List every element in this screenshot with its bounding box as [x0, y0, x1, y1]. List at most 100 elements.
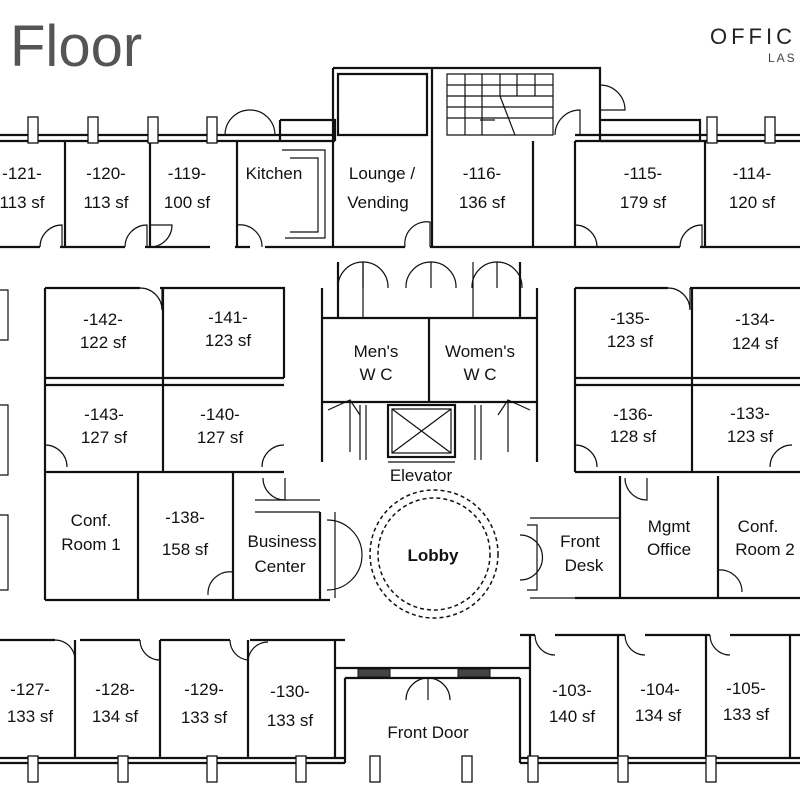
- mgmt-office-line2: Office: [647, 540, 691, 559]
- room-114-area: 120 sf: [729, 193, 776, 212]
- room-141-number: -141-: [208, 308, 248, 327]
- business-center-line2: Center: [254, 557, 305, 576]
- room-104-number: -104-: [640, 680, 680, 699]
- room-140-number: -140-: [200, 405, 240, 424]
- room-142-area: 122 sf: [80, 333, 127, 352]
- conf-room-1-line1: Conf.: [71, 511, 112, 530]
- room-121: -121- 113 sf: [0, 164, 45, 212]
- room-121-area: 113 sf: [0, 193, 45, 212]
- mens-wc-line1: Men's: [354, 342, 399, 361]
- room-116-number: -116-: [463, 164, 501, 183]
- room-130: -130- 133 sf: [267, 682, 314, 730]
- room-121-number: -121-: [2, 164, 42, 183]
- room-133-area: 123 sf: [727, 427, 774, 446]
- conf-room-1-line2: Room 1: [61, 535, 121, 554]
- room-115-area: 179 sf: [620, 193, 667, 212]
- room-105-area: 133 sf: [723, 705, 770, 724]
- room-119: -119- 100 sf: [164, 164, 211, 212]
- room-138-area: 158 sf: [162, 540, 209, 559]
- room-135-number: -135-: [610, 309, 650, 328]
- room-140-area: 127 sf: [197, 428, 244, 447]
- room-140: -140- 127 sf: [197, 405, 244, 447]
- room-115: -115- 179 sf: [620, 164, 667, 212]
- top-row-walls: [0, 66, 800, 249]
- middle-right-walls: [519, 286, 800, 600]
- lounge-vending: Lounge / Vending: [347, 164, 415, 212]
- front-door-label: Front Door: [387, 723, 469, 742]
- brand-name: OFFIC: [710, 24, 796, 49]
- room-135-area: 123 sf: [607, 332, 654, 351]
- front-desk: Front Desk: [560, 532, 604, 575]
- room-116-area: 136 sf: [459, 193, 506, 212]
- mgmt-office: Mgmt Office: [647, 517, 691, 559]
- room-142-number: -142-: [83, 310, 123, 329]
- room-128-area: 134 sf: [92, 707, 139, 726]
- room-129: -129- 133 sf: [181, 680, 228, 727]
- business-center: Business Center: [248, 532, 317, 576]
- conf-room-2-line2: Room 2: [735, 540, 795, 559]
- room-105-number: -105-: [726, 679, 766, 698]
- middle-left-walls: [0, 286, 330, 602]
- room-104: -104- 134 sf: [635, 680, 682, 725]
- lobby-label: Lobby: [408, 546, 460, 565]
- room-119-area: 100 sf: [164, 193, 211, 212]
- lounge-label-line2: Vending: [347, 193, 408, 212]
- room-105: -105- 133 sf: [723, 679, 770, 724]
- room-141-area: 123 sf: [205, 331, 252, 350]
- room-116: -116- 136 sf: [459, 164, 506, 212]
- restroom-core-walls: [320, 261, 539, 463]
- room-115-number: -115-: [624, 164, 662, 183]
- room-127: -127- 133 sf: [7, 680, 54, 726]
- room-136-number: -136-: [613, 405, 653, 424]
- mens-wc-line2: W C: [359, 365, 392, 384]
- brand-location: LAS V: [768, 51, 800, 65]
- room-142: -142- 122 sf: [80, 310, 127, 352]
- room-128: -128- 134 sf: [92, 680, 139, 726]
- room-127-area: 133 sf: [7, 707, 54, 726]
- room-141: -141- 123 sf: [205, 308, 252, 350]
- room-129-area: 133 sf: [181, 708, 228, 727]
- room-120-number: -120-: [86, 164, 126, 183]
- page-title: Floor: [10, 14, 142, 79]
- room-133: -133- 123 sf: [727, 404, 774, 446]
- room-135: -135- 123 sf: [607, 309, 654, 351]
- bottom-row-walls: [0, 633, 800, 783]
- room-129-number: -129-: [184, 680, 224, 699]
- room-134: -134- 124 sf: [732, 310, 779, 353]
- room-104-area: 134 sf: [635, 706, 682, 725]
- elevator-label: Elevator: [390, 466, 453, 485]
- room-130-number: -130-: [270, 682, 310, 701]
- womens-wc-line1: Women's: [445, 342, 515, 361]
- room-134-area: 124 sf: [732, 334, 779, 353]
- conf-room-2-line1: Conf.: [738, 517, 779, 536]
- lobby-walls: [326, 489, 499, 619]
- room-143-number: -143-: [84, 405, 124, 424]
- room-133-number: -133-: [730, 404, 770, 423]
- room-114: -114- 120 sf: [729, 164, 776, 212]
- womens-wc: Women's W C: [445, 342, 515, 384]
- room-143-area: 127 sf: [81, 428, 128, 447]
- room-138-number: -138-: [165, 508, 205, 527]
- kitchen-label: Kitchen: [246, 164, 303, 183]
- room-103-area: 140 sf: [549, 707, 596, 726]
- conf-room-2: Conf. Room 2: [735, 517, 795, 559]
- room-143: -143- 127 sf: [81, 405, 128, 447]
- room-114-number: -114-: [733, 164, 771, 183]
- lounge-label-line1: Lounge /: [349, 164, 415, 183]
- business-center-line1: Business: [248, 532, 317, 551]
- front-desk-line1: Front: [560, 532, 600, 551]
- room-134-number: -134-: [735, 310, 775, 329]
- room-138: -138- 158 sf: [162, 508, 209, 559]
- room-127-number: -127-: [10, 680, 50, 699]
- room-136: -136- 128 sf: [610, 405, 657, 446]
- room-130-area: 133 sf: [267, 711, 314, 730]
- room-103-number: -103-: [552, 681, 592, 700]
- front-desk-line2: Desk: [565, 556, 604, 575]
- room-120: -120- 113 sf: [83, 164, 128, 212]
- conf-room-1: Conf. Room 1: [61, 511, 121, 554]
- room-128-number: -128-: [95, 680, 135, 699]
- room-119-number: -119-: [168, 164, 206, 183]
- mens-wc: Men's W C: [354, 342, 399, 384]
- room-136-area: 128 sf: [610, 427, 657, 446]
